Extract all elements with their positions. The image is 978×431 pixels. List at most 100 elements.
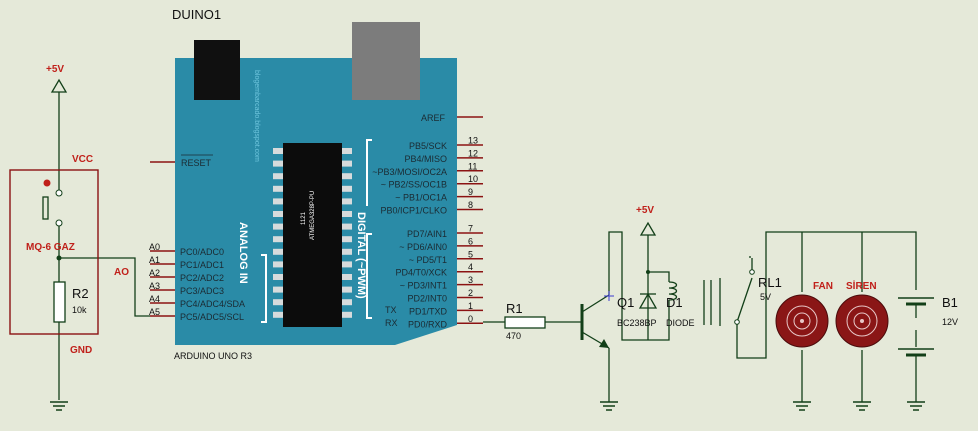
digital-pin-name: PD2/INT0 [407, 294, 447, 304]
r1-body [504, 316, 546, 329]
chip-pin-right [342, 311, 352, 318]
arduino-board[interactable]: DUINO1 ANALOG IN DIGITAL (~PWM) blogemba… [149, 7, 483, 361]
siren-center [860, 319, 864, 323]
r2-body [53, 281, 66, 323]
microcontroller-chip [283, 143, 342, 327]
battery-name: B1 [942, 295, 958, 310]
digital-pin-number: 6 [468, 236, 473, 246]
battery-b1[interactable]: B1 12V [898, 295, 958, 357]
analog-pin-name: PC3/ADC3 [180, 286, 224, 296]
chip-pin-left [273, 148, 283, 154]
analog-pin-name: PC5/ADC5/SCL [180, 312, 244, 322]
digital-pin-name: PB4/MISO [404, 154, 447, 164]
ao-junction [56, 255, 62, 261]
tx-label: TX [385, 305, 397, 315]
digital-pin-name: ~ PD3/INT1 [400, 281, 447, 291]
digital-bracket-lower [366, 233, 372, 319]
d1-part: DIODE [666, 318, 695, 328]
fan-ring-outer [786, 305, 818, 337]
digital-pin-number: 13 [468, 136, 478, 146]
chip-pin-left [273, 185, 283, 192]
aref-label: AREF [421, 113, 446, 123]
battery-value: 12V [942, 317, 958, 327]
analog-pin-name: PC0/ADC0 [180, 247, 224, 257]
digital-pin-name: ~ PD5/T1 [409, 255, 447, 265]
chip-number: 1121 [301, 211, 307, 225]
transistor-q1[interactable]: Q1 BC238BP +5V [580, 205, 657, 349]
chip-pin-right [342, 148, 352, 154]
analog-pin-number: A0 [149, 242, 160, 252]
analog-pin-number: A2 [149, 268, 160, 278]
sensor-power-arrow [50, 78, 68, 93]
chip-pin-left [273, 286, 283, 293]
chip-pin-right [342, 223, 352, 230]
digital-pin-name: PD1/TXD [409, 306, 448, 316]
analog-header: ANALOG IN [237, 222, 249, 284]
siren-label: SİREN [846, 279, 877, 292]
gas-sensor[interactable]: +5V VCC MQ-6 GAZ AO GND [9, 64, 129, 356]
siren-ring-outer [846, 305, 878, 337]
chip-pin-left [273, 274, 283, 280]
relay-contact [749, 269, 755, 275]
digital-pin-name: PB0/ICP1/CLKO [380, 206, 447, 216]
chip-pin-left [273, 236, 283, 243]
chip-label: ATMEGA328P-PU [310, 191, 316, 240]
chip-pin-right [342, 160, 352, 167]
q1-part: BC238BP [617, 318, 657, 328]
usb-body [352, 22, 420, 100]
digital-pin-number: 7 [468, 224, 473, 234]
digital-pin-name: ~PB3/MOSI/OC2A [372, 167, 447, 177]
reset-label: RESET [181, 158, 212, 168]
d1-triangle [638, 292, 658, 309]
relay-value: 5V [760, 292, 771, 302]
digital-bracket-upper [366, 139, 372, 206]
fan-center [800, 319, 804, 323]
chip-pin-right [342, 299, 352, 306]
digital-pin-name: ~ PB1/OC1A [395, 193, 447, 203]
board-footer: ARDUINO UNO R3 [174, 351, 252, 361]
analog-pin-name: PC4/ADC4/SDA [180, 299, 245, 309]
analog-bracket [261, 254, 267, 323]
sensor-contact-top [55, 189, 63, 197]
digital-pin-name: PD4/T0/XCK [395, 268, 447, 278]
chip-pin-left [273, 173, 283, 180]
digital-pin-number: 12 [468, 148, 478, 158]
analog-pin-number: A1 [149, 255, 160, 265]
chip-pin-left [273, 198, 283, 205]
sensor-switch-bar [42, 196, 49, 220]
fan-motor[interactable]: FAN [775, 281, 833, 348]
chip-pin-left [273, 248, 283, 255]
relay-rl1[interactable]: RL1 5V [668, 258, 782, 326]
diode-d1[interactable]: D1 DIODE [638, 292, 695, 328]
siren-ring-inner [853, 312, 871, 330]
q1-name: Q1 [617, 295, 634, 310]
chip-pin-left [273, 160, 283, 167]
ao-label: AO [114, 267, 129, 278]
analog-pin-number: A5 [149, 307, 160, 317]
chip-pin-right [342, 173, 352, 180]
sensor-name: MQ-6 GAZ [26, 242, 75, 253]
chip-pin-left [273, 211, 283, 217]
chip-pin-right [342, 274, 352, 280]
analog-pin-name: PC1/ADC1 [180, 260, 224, 270]
chip-pin-right [342, 198, 352, 205]
chip-pin-left [273, 311, 283, 318]
digital-pin-number: 9 [468, 187, 473, 197]
chip-pin-left [273, 223, 283, 230]
relay-pivot [734, 319, 740, 325]
resistor-r2[interactable]: R2 10k [53, 281, 89, 323]
digital-pin-name: ~ PD6/AIN0 [399, 242, 447, 252]
vcc-junction [646, 270, 650, 274]
siren-motor[interactable]: SİREN [835, 279, 889, 348]
r1-value: 470 [506, 331, 521, 341]
sensor-vcc-label: VCC [72, 154, 93, 165]
analog-pin-name: PC2/ADC2 [180, 273, 224, 283]
board-title: DUINO1 [172, 7, 221, 22]
fan-ring-inner [793, 312, 811, 330]
digital-pin-name: PD0/RXD [408, 319, 448, 329]
resistor-r1[interactable]: R1 470 [504, 301, 546, 341]
wires [58, 92, 917, 402]
digital-pin-number: 8 [468, 200, 473, 210]
